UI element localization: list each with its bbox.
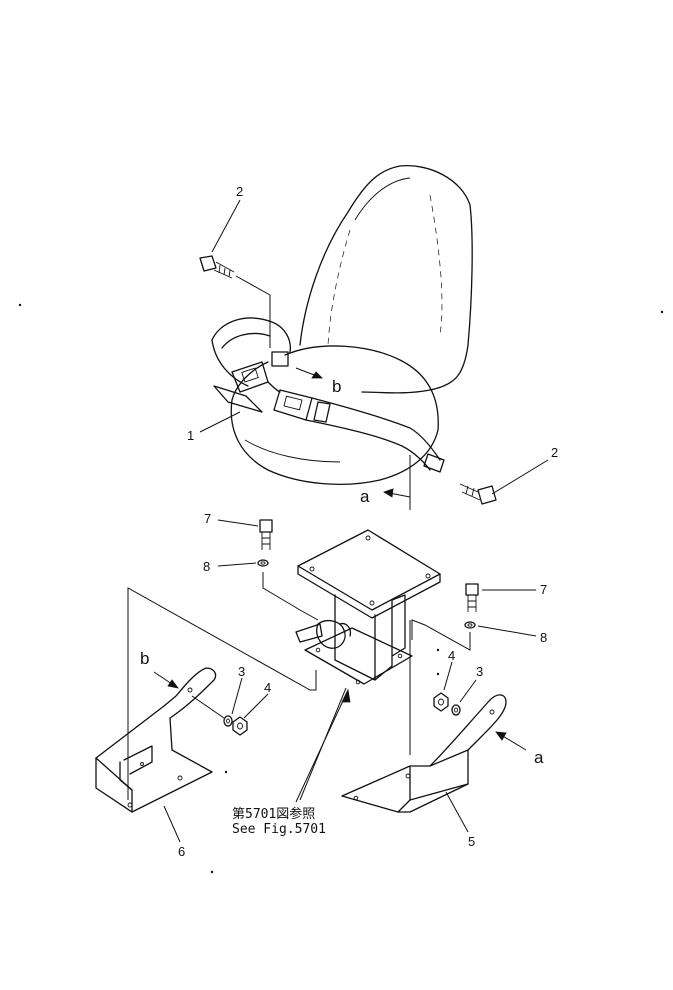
nut-4-left (232, 716, 248, 736)
bracket-6-bolt-guide (191, 695, 225, 719)
seat-belt (211, 317, 445, 473)
bolt-2-top-guide (235, 275, 271, 348)
arrow-a-lower (495, 731, 527, 751)
bolt-2-top (199, 255, 235, 279)
callout-8-left: 8 (203, 559, 210, 574)
callout-2-right: 2 (551, 445, 558, 460)
marker-a-upper: a (360, 487, 370, 506)
reference-note-jp: 第5701図参照 (232, 806, 315, 822)
arrow-a-upper (383, 488, 411, 498)
bracket-6 (95, 667, 217, 813)
washer-3-right (451, 704, 461, 716)
arrow-b-upper (295, 367, 323, 379)
seat-suspension (295, 529, 441, 685)
marker-b-lower: b (140, 649, 149, 668)
callout-3-left: 3 (238, 664, 245, 679)
reference-arrow (295, 688, 351, 803)
callout-3-right: 3 (476, 664, 483, 679)
scan-specks (18, 303, 664, 874)
seat (230, 165, 473, 485)
washer-8-left (257, 559, 269, 567)
arrow-b-lower (153, 671, 179, 689)
callout-8-right: 8 (540, 630, 547, 645)
washer-3-left (223, 715, 233, 727)
bolt-7-left (259, 519, 273, 550)
callout-4-left: 4 (264, 680, 271, 695)
marker-b-upper: b (332, 377, 341, 396)
callout-2-top: 2 (236, 184, 243, 199)
callout-1: 1 (187, 428, 194, 443)
bolt-7-right (465, 583, 479, 612)
bracket-5 (341, 694, 507, 813)
nut-4-right (433, 692, 449, 712)
callout-5: 5 (468, 834, 475, 849)
leader-lines (163, 199, 549, 843)
reference-note-en: See Fig.5701 (232, 822, 326, 837)
washer-8-right (464, 621, 476, 629)
bolt-2-right (459, 483, 497, 505)
callout-7-left: 7 (204, 511, 211, 526)
callout-6: 6 (178, 844, 185, 859)
marker-a-lower: a (534, 748, 544, 767)
callout-7-right: 7 (540, 582, 547, 597)
callout-4-right: 4 (448, 648, 455, 663)
